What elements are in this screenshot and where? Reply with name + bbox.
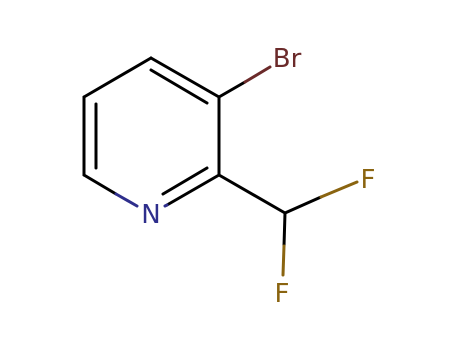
- bond-chf2-f1-colored: [319, 180, 359, 199]
- bond-chf2-f1-black: [283, 195, 323, 215]
- bond-chf2-f2-black: [282, 211, 287, 248]
- bond-c4-br-black: [217, 80, 247, 99]
- bond-c3-n-inner-black: [161, 166, 209, 196]
- atom-label-fluorine-right: F: [361, 165, 376, 195]
- bond-c5-c4: [149, 56, 221, 99]
- bond-c5-c4-inner: [149, 68, 209, 105]
- bond-c4-br-colored: [243, 65, 272, 84]
- atom-label-bromine: Br: [273, 44, 302, 74]
- bond-c1-n-colored: [114, 192, 139, 208]
- atom-label-nitrogen: N: [141, 200, 160, 230]
- bond-c6-c5: [82, 56, 153, 99]
- bond-chf2-f2-colored: [281, 244, 286, 277]
- bond-c1-n-black: [82, 173, 118, 196]
- bonds-group: [82, 56, 359, 277]
- bond-c3-n-outer-black: [165, 173, 221, 207]
- bond-c3-n-colored: [163, 203, 169, 208]
- atom-label-fluorine-bottom: F: [275, 279, 290, 309]
- bond-c3-chf2: [217, 173, 287, 215]
